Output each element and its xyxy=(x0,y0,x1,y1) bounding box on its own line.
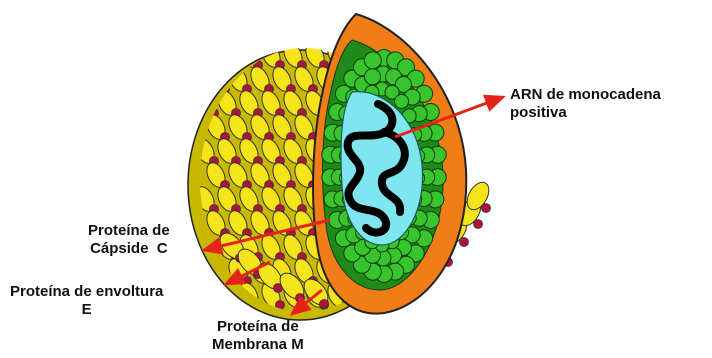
label-envelope: Proteína de envoltura E xyxy=(10,283,163,319)
membrane-protein-dot xyxy=(232,61,241,70)
label-rna: ARN de monocadena positiva xyxy=(510,86,661,122)
label-envelope-line1: Proteína de envoltura xyxy=(10,283,163,301)
membrane-protein-dot xyxy=(210,61,219,70)
label-capsid: Proteína de Cápside C xyxy=(88,222,170,258)
label-membrane-line1: Proteína de xyxy=(212,318,304,336)
capsid-protein-sphere xyxy=(365,69,381,85)
label-membrane-line2: Membrana M xyxy=(212,336,304,354)
envelope-protein-scale xyxy=(192,40,217,70)
capsid-protein-sphere xyxy=(395,94,409,108)
label-rna-line2: positiva xyxy=(510,104,661,122)
label-envelope-line2: E xyxy=(10,301,163,319)
membrane-protein-dot xyxy=(296,294,305,303)
membrane-protein-dot xyxy=(482,204,491,213)
membrane-protein-dot xyxy=(460,238,469,247)
membrane-protein-dot xyxy=(320,300,329,309)
label-capsid-line2: Cápside C xyxy=(88,240,170,258)
membrane-protein-dot xyxy=(232,301,241,310)
label-rna-line1: ARN de monocadena xyxy=(510,86,661,104)
membrane-protein-dot xyxy=(474,220,483,229)
label-membrane: Proteína de Membrana M xyxy=(212,318,304,354)
capsid-protein-sphere xyxy=(364,52,381,69)
label-capsid-line1: Proteína de xyxy=(88,222,170,240)
envelope-protein-scale xyxy=(214,40,239,70)
membrane-protein-dot xyxy=(210,301,219,310)
envelope-protein-scale xyxy=(192,280,217,310)
